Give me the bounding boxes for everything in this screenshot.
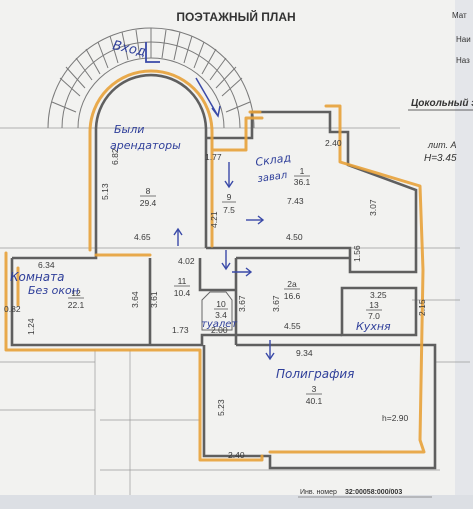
- dim-label: 4.55: [284, 321, 301, 331]
- storage-note-line1: Склад: [255, 151, 292, 169]
- highlight-outline: [4, 69, 426, 462]
- printing-note: Полиграфия: [276, 367, 354, 381]
- entrance-note: Вход: [111, 38, 147, 60]
- room-8-area: 29.4: [140, 198, 157, 208]
- room-2a-number: 2а: [287, 279, 297, 289]
- room-12-area: 22.1: [68, 300, 85, 310]
- walls: [10, 73, 437, 470]
- kitchen-note: Кухня: [356, 320, 391, 333]
- dim-label: 2.40: [325, 138, 342, 148]
- dim-label: 1.73: [172, 325, 189, 335]
- edge-label-3: Наз: [456, 56, 470, 65]
- room-1-number: 1: [300, 166, 305, 176]
- dim-label: 4.21: [209, 211, 219, 228]
- room-11-area: 10.4: [174, 288, 191, 298]
- dim-label: 4.50: [286, 232, 303, 242]
- stamp-label: Инв. номер: [300, 489, 337, 496]
- toilet-cabin: [201, 291, 233, 331]
- dim-label: 3.64: [130, 291, 140, 308]
- dim-label: 5.13: [100, 183, 110, 200]
- dim-label: 2.00: [211, 325, 228, 335]
- entrance-arrow: [195, 77, 219, 117]
- room-8-number: 8: [146, 186, 151, 196]
- page-title: ПОЭТАЖНЫЙ ПЛАН: [176, 9, 295, 24]
- dim-label: 3.25: [370, 290, 387, 300]
- room-3-number: 3: [312, 384, 317, 394]
- dim-label: 4.02: [178, 256, 195, 266]
- room-11-number: 11: [178, 276, 187, 286]
- handwritten-notes: Вход Были арендаторы Склад завал Комната…: [10, 38, 391, 381]
- building-letter: лит. А: [427, 140, 456, 150]
- inventory-stamp: Инв. номер 32:00058:000/003: [298, 489, 432, 498]
- dim-label: 0.82: [4, 304, 21, 314]
- room-13-number: 13: [369, 300, 379, 310]
- room-9-area: 7.5: [223, 205, 235, 215]
- dim-label: 6.34: [38, 260, 55, 270]
- room-10-number: 10: [216, 299, 226, 309]
- tenants-note-line2: арендаторы: [110, 139, 181, 152]
- dim-label: 1.24: [26, 318, 36, 335]
- drafting-lines: [0, 127, 470, 495]
- dim-label: 3.07: [368, 199, 378, 216]
- ceiling-height: H=3.45: [424, 153, 457, 164]
- dim-label: 6.82: [110, 148, 120, 165]
- dim-label: 9.34: [296, 348, 313, 358]
- room-1-area: 36.1: [294, 177, 311, 187]
- tenants-note-line1: Были: [114, 123, 144, 136]
- toilet-note: туалет: [201, 319, 238, 330]
- room-labels: 8 29.4 9 7.5 1 36.1 12 22.1 11 10.4 10 3…: [68, 166, 382, 406]
- dim-label: 5.23: [216, 399, 226, 416]
- dim-label: 2.40: [228, 450, 245, 460]
- room-10-area: 3.4: [215, 310, 227, 320]
- paper-edge: [455, 0, 473, 509]
- dim-label: 7.43: [287, 196, 304, 206]
- no-window-note-line1: Комната: [10, 270, 64, 284]
- dim-label: 3.67: [237, 295, 247, 312]
- room-13-area: 7.0: [368, 311, 380, 321]
- dimension-labels: 6.82 5.13 1.77 2.40 4.21 7.43 3.07 4.65 …: [4, 138, 427, 460]
- dim-label: 1.77: [205, 152, 222, 162]
- entrance-mark: [145, 42, 160, 63]
- edge-label-1: Мат: [452, 11, 467, 20]
- room-9-number: 9: [227, 192, 232, 202]
- dim-label: 1.56: [352, 245, 362, 262]
- dim-label: 4.65: [134, 232, 151, 242]
- storage-note-line2: завал: [257, 170, 289, 185]
- edge-label-2: Наи: [456, 35, 471, 44]
- dim-label: h=2.90: [382, 413, 409, 423]
- room-12-number: 12: [71, 288, 81, 298]
- no-window-note-line2: Без окон: [28, 284, 79, 297]
- floor-level: Цокольный э: [411, 98, 473, 109]
- dim-label: 2.15: [417, 299, 427, 316]
- direction-arrows: [173, 162, 275, 361]
- dim-label: 3.67: [271, 295, 281, 312]
- room-2a-area: 16.6: [284, 291, 301, 301]
- bottom-shadow: [0, 495, 473, 509]
- room-3-area: 40.1: [306, 396, 323, 406]
- entrance-stairs: [47, 27, 255, 129]
- stamp-number: 32:00058:000/003: [345, 489, 402, 496]
- dim-label: 3.61: [149, 291, 159, 308]
